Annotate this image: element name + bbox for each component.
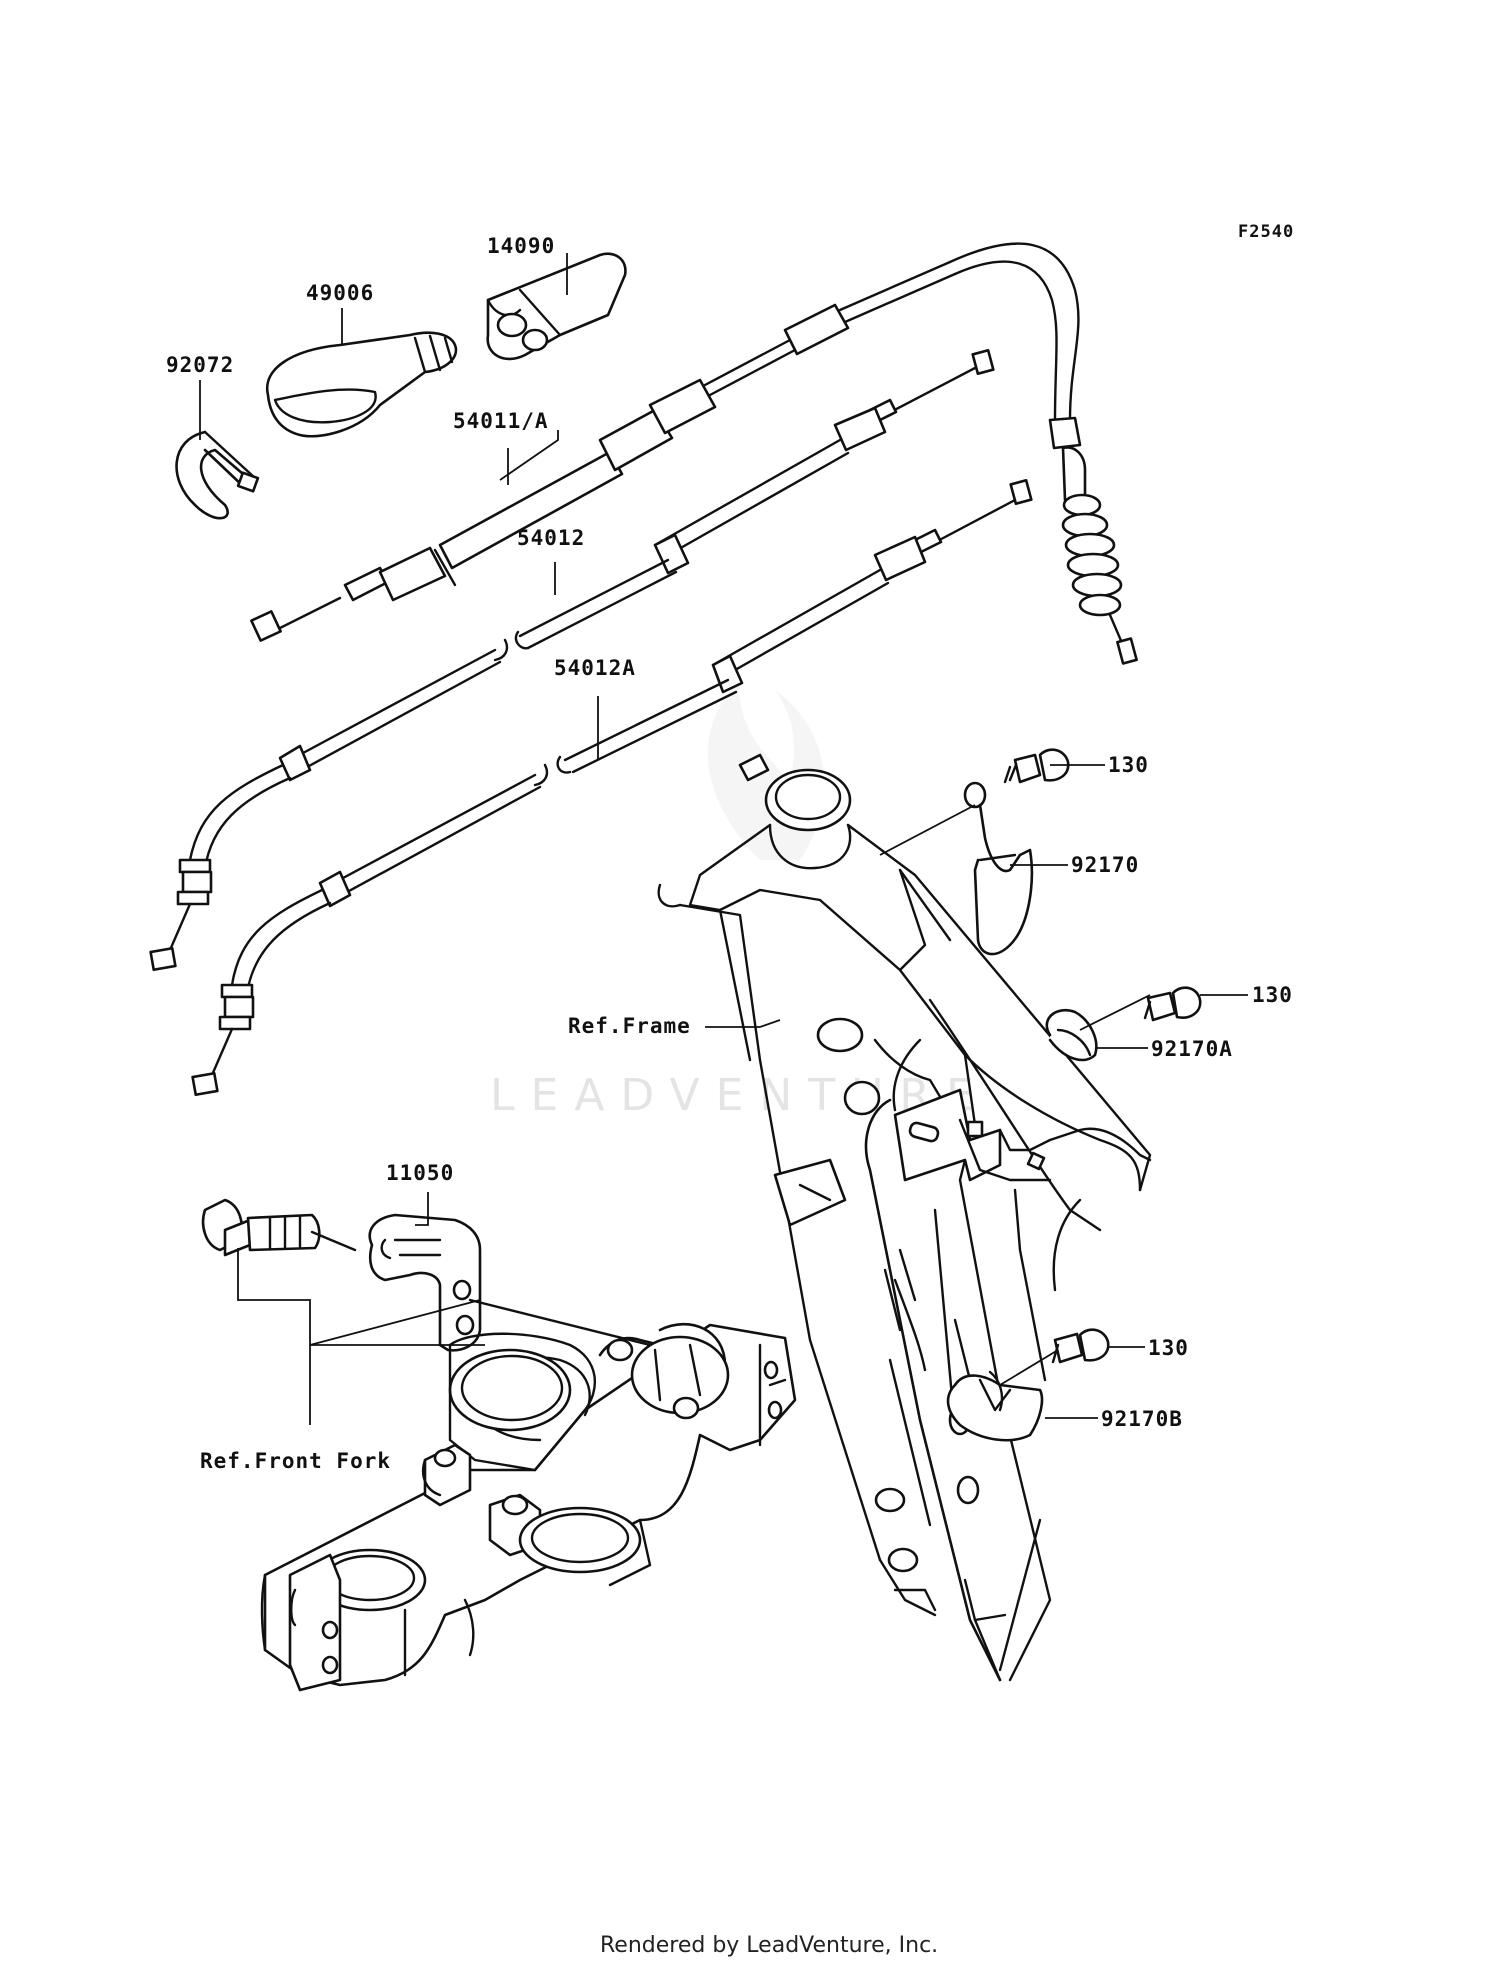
clip-92170[interactable] bbox=[963, 781, 1034, 956]
clip-92170A[interactable] bbox=[1045, 1009, 1098, 1062]
callout-54012A[interactable]: 54012A bbox=[554, 656, 636, 680]
callout-130-mid[interactable]: 130 bbox=[1252, 983, 1293, 1007]
strap-92072[interactable] bbox=[175, 430, 260, 520]
bolt-front-fork[interactable] bbox=[201, 1198, 357, 1257]
ref-frame-label: Ref.Frame bbox=[568, 1014, 691, 1038]
frame-reference bbox=[657, 753, 1152, 1682]
bracket-11050[interactable] bbox=[368, 1213, 482, 1352]
callout-92170A[interactable]: 92170A bbox=[1151, 1037, 1233, 1061]
cable-54012[interactable] bbox=[149, 348, 995, 972]
callout-92170[interactable]: 92170 bbox=[1071, 853, 1139, 877]
adjuster-bellows bbox=[1061, 493, 1123, 617]
boot-49006[interactable] bbox=[265, 331, 458, 438]
diagram-code: F2540 bbox=[1238, 222, 1294, 242]
callout-92072[interactable]: 92072 bbox=[166, 353, 234, 377]
leader-lines bbox=[199, 253, 1248, 1425]
callout-54012[interactable]: 54012 bbox=[517, 526, 585, 550]
cable-54011A[interactable] bbox=[250, 242, 1138, 665]
callout-92170B[interactable]: 92170B bbox=[1101, 1407, 1183, 1431]
callout-54011A[interactable]: 54011/A bbox=[453, 409, 549, 433]
callout-49006[interactable]: 49006 bbox=[306, 281, 374, 305]
ref-front-fork-label: Ref.Front Fork bbox=[200, 1449, 391, 1473]
bolt-130-low[interactable] bbox=[1051, 1328, 1110, 1364]
callout-11050[interactable]: 11050 bbox=[386, 1161, 454, 1185]
callout-130-low[interactable]: 130 bbox=[1148, 1336, 1189, 1360]
boot-14090[interactable] bbox=[486, 252, 627, 361]
callout-14090[interactable]: 14090 bbox=[487, 234, 555, 258]
footer-credit: Rendered by LeadVenture, Inc. bbox=[600, 1933, 938, 1958]
front-fork-bracket bbox=[260, 1298, 797, 1692]
bolt-130-mid[interactable] bbox=[1143, 986, 1202, 1022]
cable-54012A[interactable] bbox=[191, 478, 1033, 1097]
callout-130-top[interactable]: 130 bbox=[1108, 753, 1149, 777]
clip-92170B[interactable] bbox=[946, 1370, 1044, 1442]
